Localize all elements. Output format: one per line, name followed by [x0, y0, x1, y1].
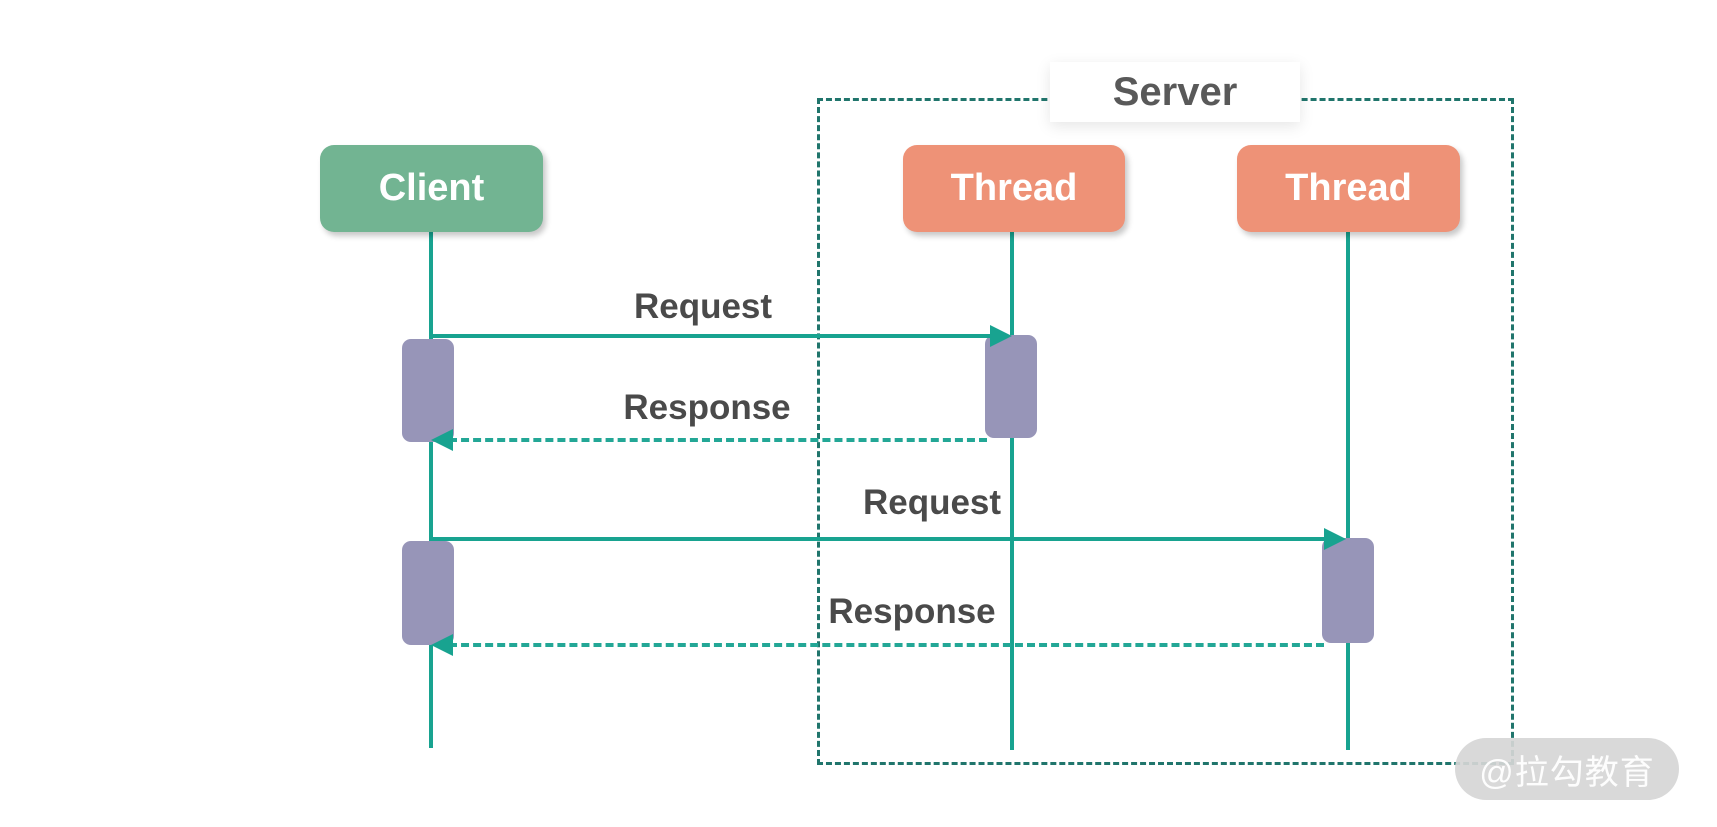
- watermark-badge: @拉勾教育: [1455, 738, 1679, 800]
- thread2-activation-bar: [1322, 538, 1374, 643]
- participant-thread-2: Thread: [1237, 145, 1460, 232]
- response2-arrow-line: [449, 643, 1324, 647]
- arrowhead-right-icon: [990, 325, 1012, 347]
- request2-label: Request: [862, 483, 1002, 522]
- response1-arrow-line: [449, 438, 987, 442]
- request1-arrow-line: [431, 334, 994, 338]
- arrowhead-left-icon: [431, 634, 453, 656]
- request2-arrow-line: [431, 537, 1327, 541]
- client-activation-bar-1: [402, 339, 454, 442]
- server-group-label: Server: [1050, 62, 1300, 122]
- thread1-activation-bar: [985, 335, 1037, 438]
- response2-label: Response: [828, 592, 996, 631]
- thread1-lifeline: [1010, 232, 1014, 750]
- request1-label: Request: [633, 287, 773, 326]
- participant-thread-1: Thread: [903, 145, 1125, 232]
- client-activation-bar-2: [402, 541, 454, 645]
- thread2-lifeline: [1346, 232, 1350, 750]
- participant-client: Client: [320, 145, 543, 232]
- arrowhead-right-icon: [1324, 528, 1346, 550]
- response1-label: Response: [623, 388, 791, 427]
- client-lifeline: [429, 231, 433, 748]
- arrowhead-left-icon: [431, 429, 453, 451]
